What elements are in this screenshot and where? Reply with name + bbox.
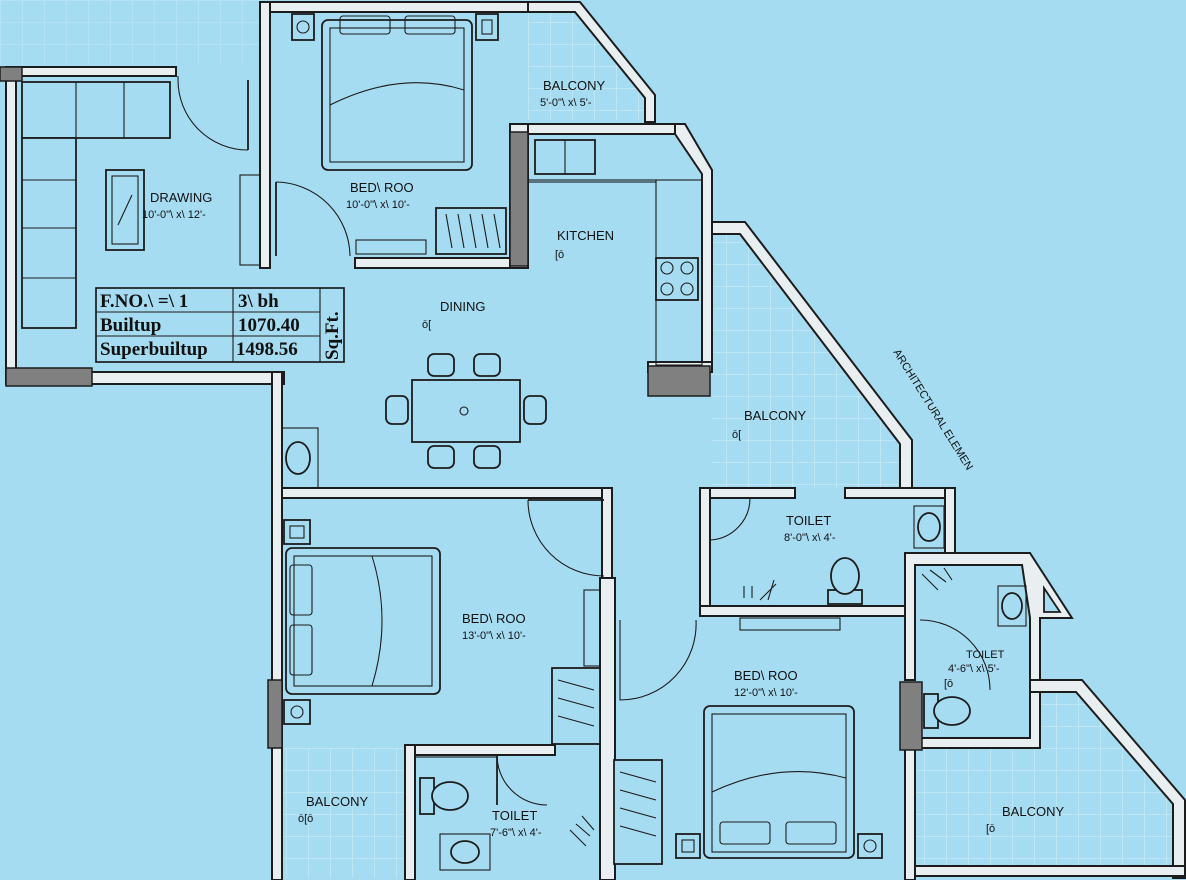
toilet2-fixtures — [919, 567, 1062, 729]
columns — [0, 66, 923, 751]
bedroom2-name: BED\ ROO — [462, 611, 526, 626]
toilet1-fixtures — [709, 497, 945, 605]
coffee-table — [105, 169, 145, 251]
bed-2 — [283, 519, 441, 725]
walls — [5, 1, 1186, 880]
bedroom1-door — [275, 181, 507, 257]
bedroom3-size: 12'-0"\ x\ 10'- — [734, 687, 798, 699]
balcony-bl-name: BALCONY — [306, 794, 368, 809]
drawing-name: DRAWING — [150, 190, 212, 205]
bedroom1-name: BED\ ROO — [350, 180, 414, 195]
sofa — [21, 81, 171, 329]
terrace-tiles — [0, 0, 260, 65]
bedroom2-door — [527, 499, 605, 745]
info-superbuiltup-value: 1498.56 — [236, 339, 298, 360]
info-builtup-label: Builtup — [100, 315, 161, 336]
kitchen-name: KITCHEN — [557, 228, 614, 243]
kitchen-counter — [527, 139, 703, 366]
drawing-size: 10'-0"\ x\ 12'- — [142, 209, 206, 221]
wash-basin-dining — [281, 427, 319, 489]
bedroom3-door — [613, 617, 841, 865]
toilet3-fixtures — [414, 754, 595, 871]
bedroom1-size: 10'-0"\ x\ 10'- — [346, 199, 410, 211]
drawing-door — [177, 76, 261, 266]
bedroom2-size: 13'-0"\ x\ 10'- — [462, 630, 526, 642]
bed-3 — [675, 705, 883, 859]
balcony-top-name: BALCONY — [543, 78, 605, 93]
bedroom3-name: BED\ ROO — [734, 668, 798, 683]
toilet2-size: 4'-6"\ x\ 5'- — [948, 663, 1000, 675]
balcony-top-size: 5'-0"\ x\ 5'- — [540, 97, 592, 109]
toilet2-name: TOILET — [966, 649, 1005, 661]
dining-code: ō[ — [422, 319, 431, 331]
dining-name: DINING — [440, 299, 486, 314]
balcony-right-code: ō[ — [732, 429, 741, 441]
dining-table — [385, 353, 547, 469]
toilet2-code: [ō — [944, 678, 953, 690]
info-builtup-value: 1070.40 — [238, 315, 300, 336]
balcony-bl-code: ō[ō — [298, 813, 313, 825]
balcony-tiles — [282, 10, 1175, 878]
info-unit: Sq.Ft. — [322, 311, 343, 360]
balcony-right-name: BALCONY — [744, 408, 806, 423]
info-type: 3\ bh — [238, 291, 279, 312]
info-superbuiltup-label: Superbuiltup — [100, 339, 208, 360]
bed-1 — [291, 13, 499, 171]
info-flat-no: F.NO.\ =\ 1 — [100, 291, 188, 312]
kitchen-code: [ō — [555, 249, 564, 261]
info-table: F.NO.\ =\ 1 3\ bh Builtup 1070.40 Superb… — [95, 287, 345, 363]
toilet3-name: TOILET — [492, 808, 537, 823]
balcony-br-code: [ō — [986, 823, 995, 835]
toilet1-size: 8'-0"\ x\ 4'- — [784, 532, 836, 544]
toilet3-size: 7'-6"\ x\ 4'- — [490, 827, 542, 839]
balcony-br-name: BALCONY — [1002, 804, 1064, 819]
toilet1-name: TOILET — [786, 513, 831, 528]
